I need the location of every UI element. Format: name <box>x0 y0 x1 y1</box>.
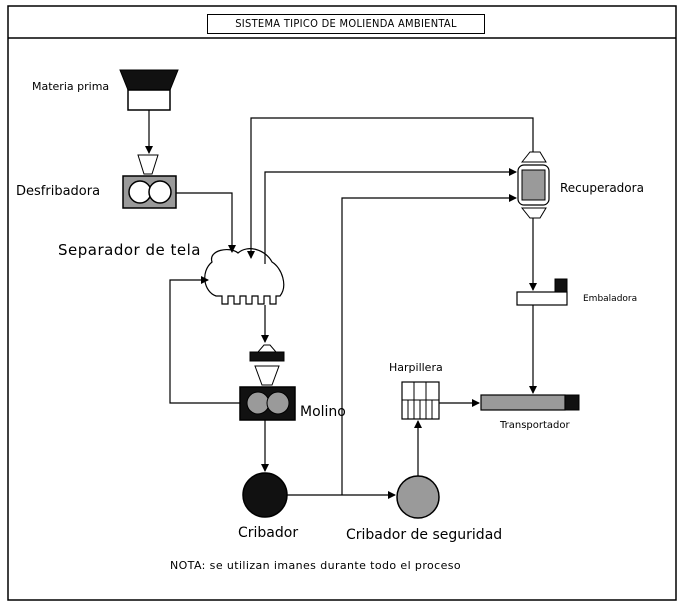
transportador-conveyor <box>480 394 580 411</box>
label-recuperadora: Recuperadora <box>560 181 644 195</box>
separador-de-tela <box>204 248 285 305</box>
label-cribador: Cribador <box>238 525 299 541</box>
label-embaladora: Embaladora <box>583 294 638 304</box>
label-desfribadora: Desfribadora <box>16 184 101 199</box>
label-harpillera: Harpillera <box>389 361 443 374</box>
label-molino: Molino <box>300 404 346 420</box>
cribador-seguridad-circle <box>396 475 440 519</box>
flow-lines <box>145 110 537 499</box>
desfribadora-machine <box>122 154 177 209</box>
process-note: NOTA: se utilizan imanes durante todo el… <box>170 559 462 572</box>
harpillera-grid <box>401 381 440 420</box>
diagram-border <box>7 5 677 601</box>
recuperadora-vessel <box>517 151 550 219</box>
label-transportador: Transportador <box>500 420 570 431</box>
diagram-title: SISTEMA TIPICO DE MOLIENDA AMBIENTAL <box>207 14 485 34</box>
materia-prima-hopper <box>119 69 179 111</box>
cribador-circle <box>242 472 288 518</box>
embaladora-machine <box>516 278 568 306</box>
molino-machine <box>239 344 296 421</box>
label-separador-de-tela: Separador de tela <box>58 241 201 259</box>
label-cribador-de-seguridad: Cribador de seguridad <box>346 527 503 543</box>
label-materia-prima: Materia prima <box>32 80 110 93</box>
